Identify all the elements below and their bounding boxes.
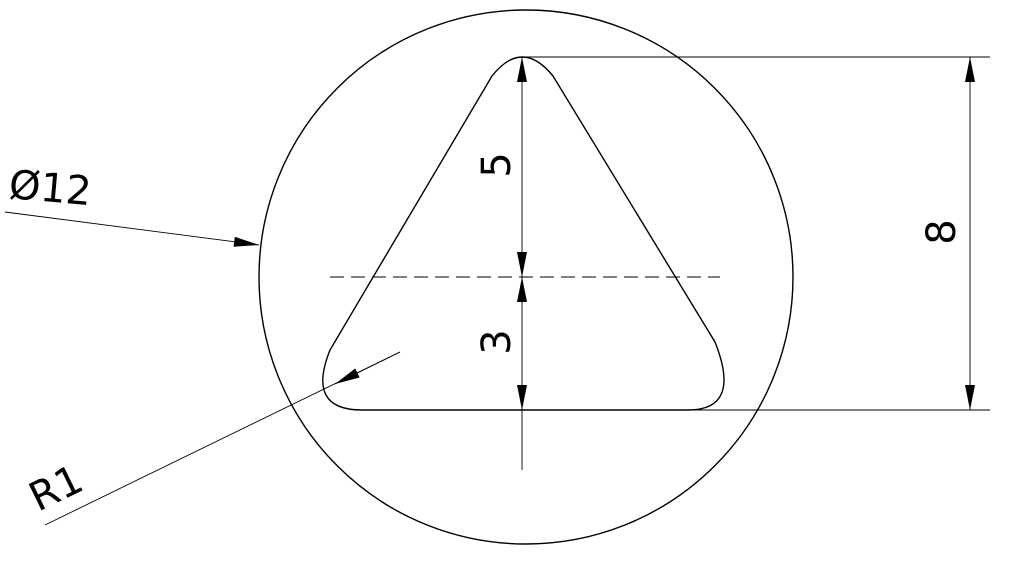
dim-5-label: 5 [474,152,520,177]
dim-3-label: 3 [474,329,520,354]
radius-leader-arrow [334,351,401,385]
diameter-label: Ø12 [7,162,93,215]
outer-circle [258,9,794,545]
dim-8-label: 8 [919,219,965,244]
triangle-hole [322,56,725,411]
diameter-leader [4,211,260,247]
radius-label: R1 [22,456,90,521]
